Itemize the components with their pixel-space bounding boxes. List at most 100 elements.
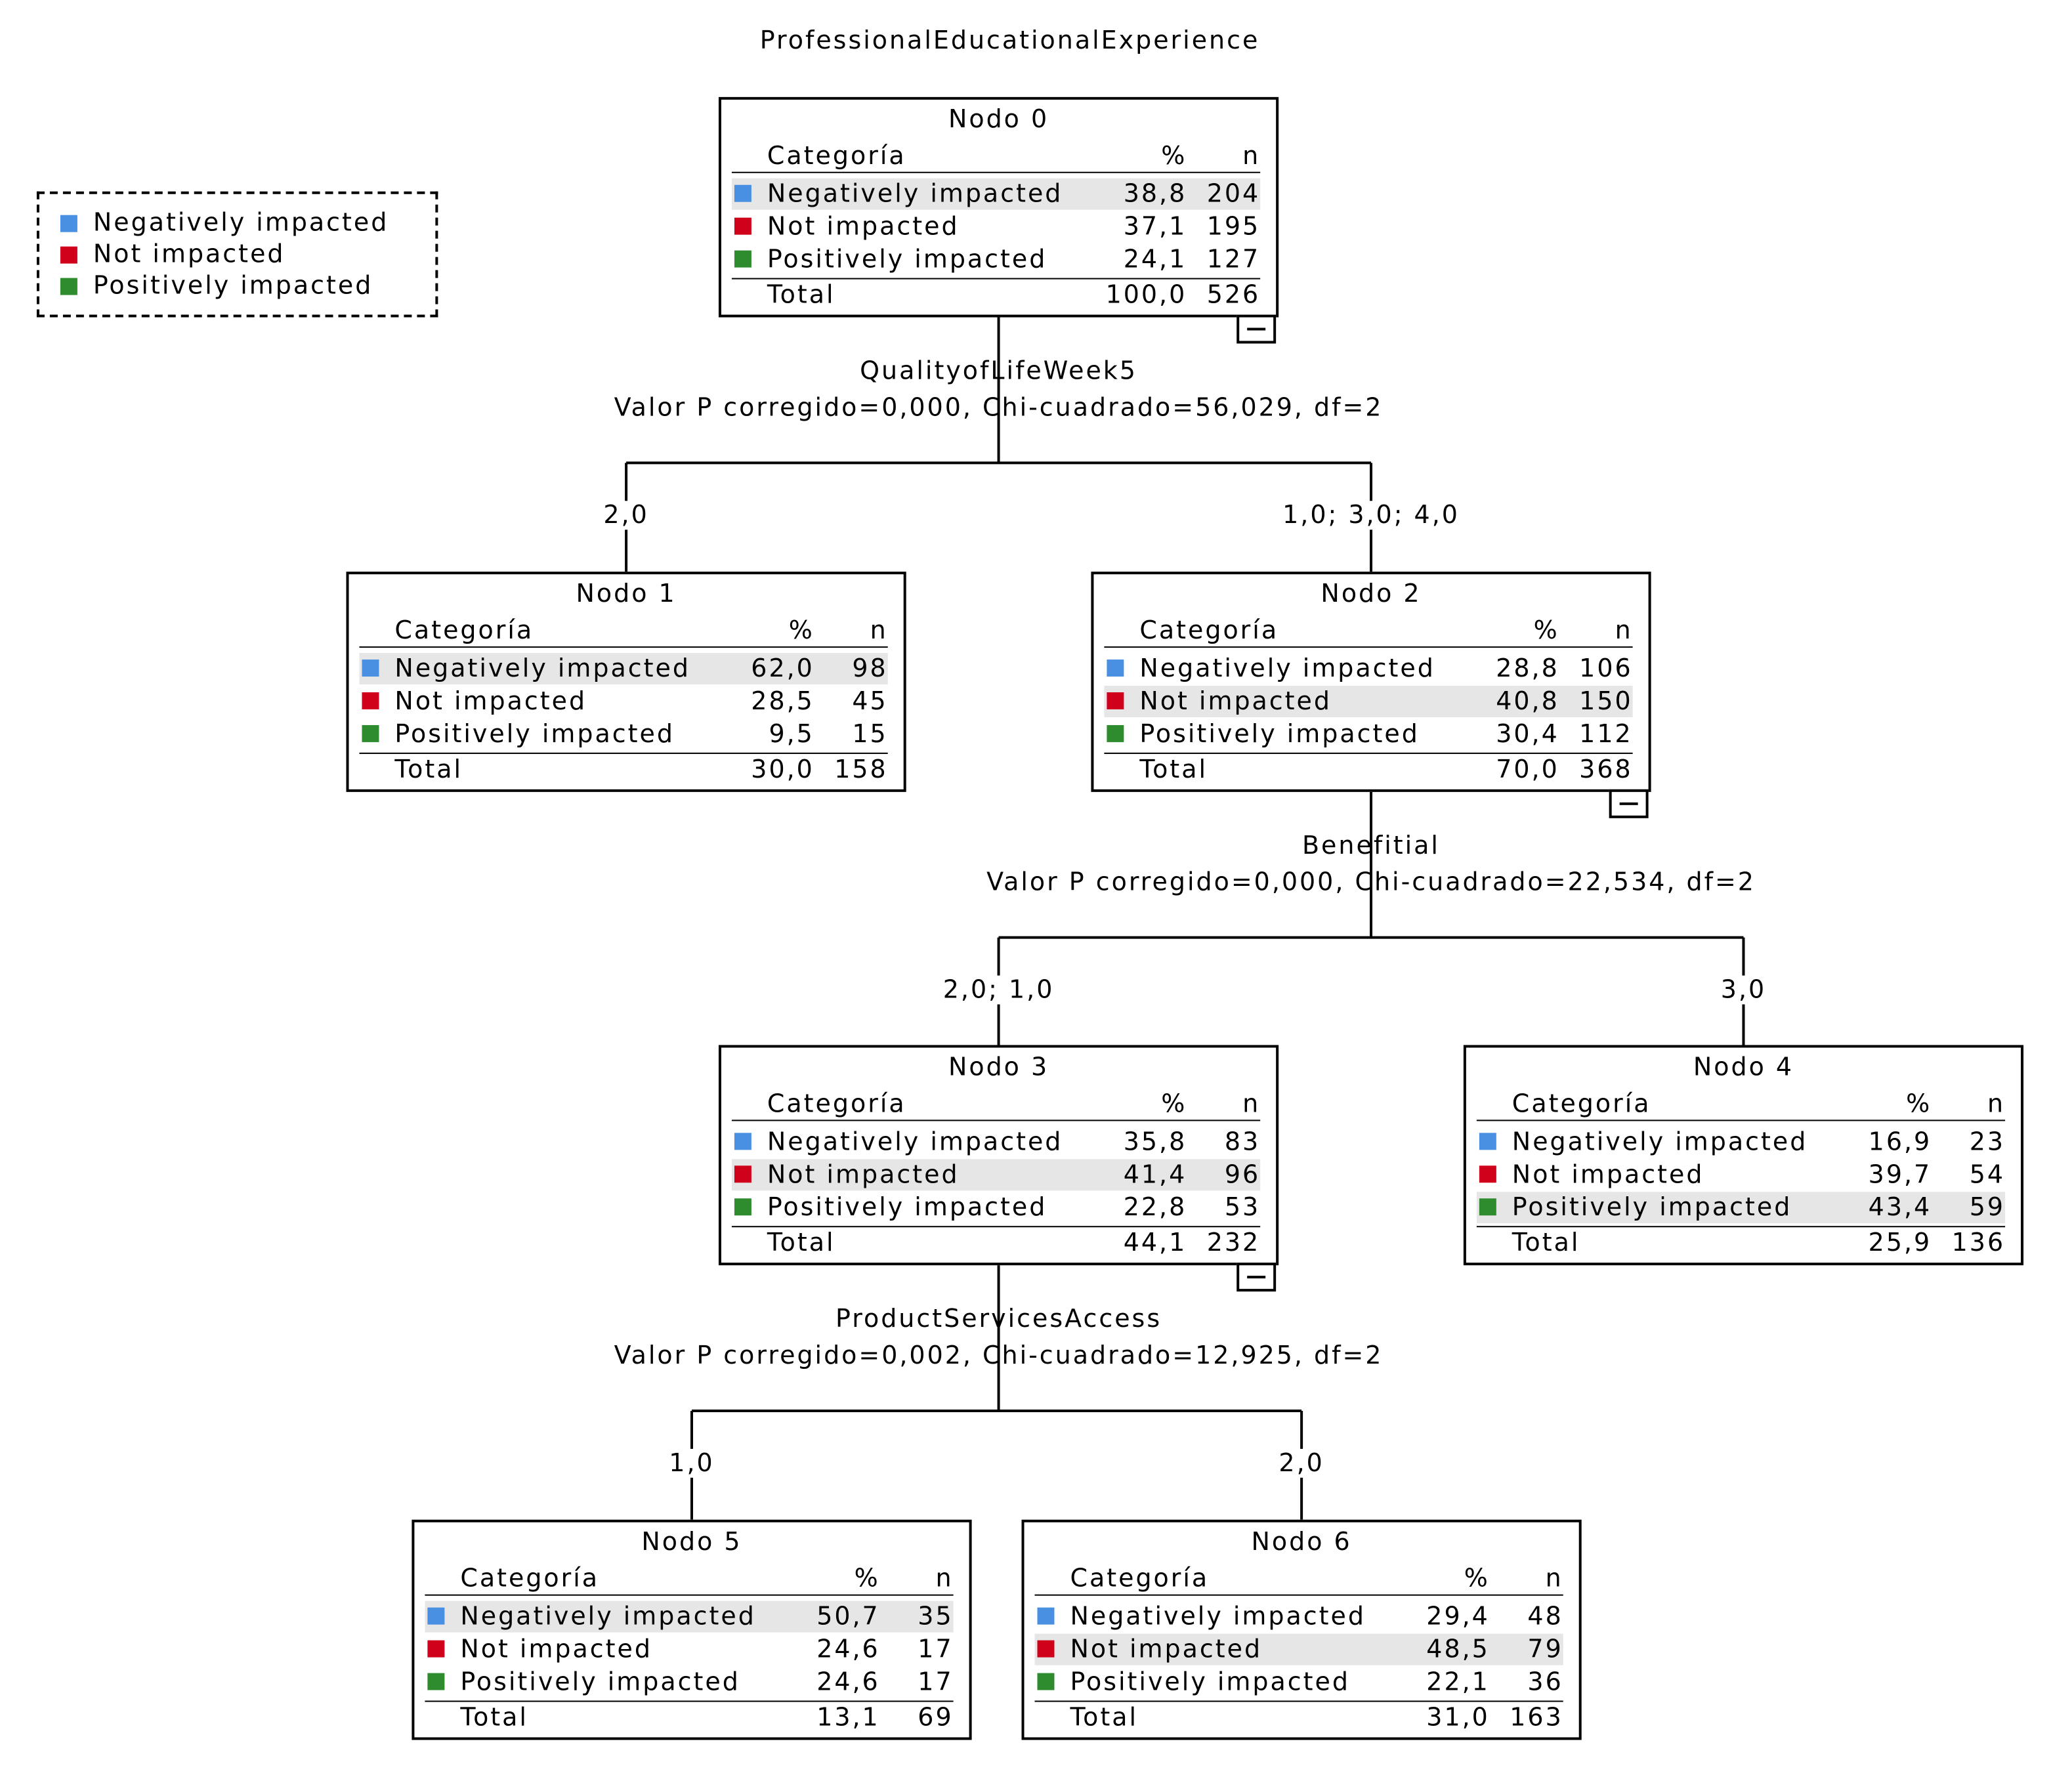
header-pct: %	[1161, 1089, 1187, 1119]
node-title: Nodo 4	[1693, 1053, 1794, 1082]
header-category: Categoría	[394, 616, 534, 646]
category-swatch	[362, 692, 379, 709]
node-header-row: Categoría%n	[1104, 615, 1633, 648]
header-n: n	[935, 1564, 954, 1593]
total-n: 69	[918, 1703, 954, 1732]
branch-label: 1,0	[666, 1448, 717, 1478]
category-n: 59	[1969, 1193, 2006, 1223]
category-pct: 38,8	[1123, 179, 1187, 209]
category-swatch	[1479, 1198, 1496, 1216]
category-pct: 37,1	[1123, 212, 1187, 241]
category-pct: 48,5	[1426, 1635, 1490, 1664]
category-pct: 43,4	[1868, 1193, 1932, 1223]
diagram-title: ProfessionalEducationalExperience	[759, 26, 1260, 55]
split-variable: QualityofLifeWeek5	[860, 356, 1137, 386]
category-label: Negatively impacted	[767, 1127, 1063, 1157]
header-pct: %	[854, 1564, 880, 1593]
node-title: Nodo 2	[1321, 579, 1422, 609]
header-category: Categoría	[460, 1564, 600, 1593]
category-pct: 24,1	[1123, 245, 1187, 274]
legend-swatch-green	[60, 277, 77, 295]
header-pct: %	[1161, 141, 1187, 171]
total-n: 232	[1206, 1228, 1261, 1258]
collapse-node-button[interactable]	[1237, 314, 1277, 344]
node-title: Nodo 6	[1251, 1527, 1352, 1557]
total-n: 158	[834, 755, 888, 784]
category-label: Not impacted	[1139, 687, 1332, 716]
header-category: Categoría	[767, 141, 906, 171]
category-n: 45	[852, 687, 888, 716]
split-variable: Benefitial	[1302, 831, 1440, 860]
category-pct: 28,8	[1496, 654, 1559, 684]
category-swatch	[1037, 1640, 1055, 1658]
category-label: Not impacted	[460, 1635, 652, 1664]
category-pct: 28,5	[751, 687, 814, 716]
category-label: Negatively impacted	[1070, 1602, 1366, 1631]
total-label: Total	[1512, 1228, 1580, 1258]
category-swatch	[427, 1640, 445, 1658]
category-pct: 41,4	[1123, 1160, 1187, 1190]
category-label: Negatively impacted	[460, 1602, 756, 1631]
header-pct: %	[788, 616, 814, 646]
branch-label: 2,0; 1,0	[940, 975, 1057, 1005]
category-swatch	[1479, 1133, 1496, 1150]
category-swatch	[734, 1133, 751, 1150]
node-title: Nodo 1	[576, 579, 677, 609]
collapse-node-button[interactable]	[1609, 789, 1649, 818]
category-label: Positively impacted	[767, 245, 1047, 274]
total-label: Total	[767, 280, 835, 310]
node-title: Nodo 0	[948, 104, 1049, 134]
category-n: 79	[1527, 1635, 1563, 1664]
legend-label: Positively impacted	[93, 271, 373, 301]
branch-label: 2,0	[601, 501, 652, 530]
category-pct: 24,6	[816, 1667, 880, 1697]
node-category-row: Positively impacted 43,4 59	[1476, 1192, 2006, 1224]
node-title: Nodo 3	[948, 1053, 1049, 1082]
category-n: 150	[1579, 687, 1633, 716]
total-n: 136	[1951, 1228, 2006, 1258]
category-n: 15	[852, 719, 888, 749]
collapse-node-button[interactable]	[1237, 1263, 1277, 1292]
total-label: Total	[1070, 1703, 1139, 1732]
legend-label: Not impacted	[93, 240, 285, 269]
category-label: Positively impacted	[1512, 1193, 1792, 1223]
category-swatch	[1037, 1673, 1055, 1690]
legend-item-positively-impacted: Positively impacted	[60, 270, 435, 302]
header-category: Categoría	[1070, 1564, 1210, 1593]
node-header-row: Categoría%n	[1034, 1563, 1563, 1596]
category-pct: 29,4	[1426, 1602, 1490, 1631]
category-pct: 40,8	[1496, 687, 1559, 716]
category-swatch	[427, 1673, 445, 1690]
category-swatch	[734, 217, 751, 235]
category-label: Positively impacted	[767, 1193, 1047, 1223]
total-pct: 70,0	[1496, 755, 1559, 784]
split-variable: ProductServicesAccess	[835, 1305, 1162, 1334]
category-swatch	[734, 184, 751, 202]
header-n: n	[870, 616, 888, 646]
category-swatch	[362, 659, 379, 677]
category-swatch	[1479, 1165, 1496, 1183]
category-n: 23	[1969, 1127, 2006, 1157]
category-label: Negatively impacted	[767, 179, 1063, 209]
category-pct: 22,1	[1426, 1667, 1490, 1697]
category-swatch	[362, 724, 379, 742]
node-header-row: Categoría%n	[731, 140, 1261, 173]
legend-label: Negatively impacted	[93, 208, 389, 238]
category-swatch	[734, 1198, 751, 1216]
category-swatch	[1107, 659, 1124, 677]
